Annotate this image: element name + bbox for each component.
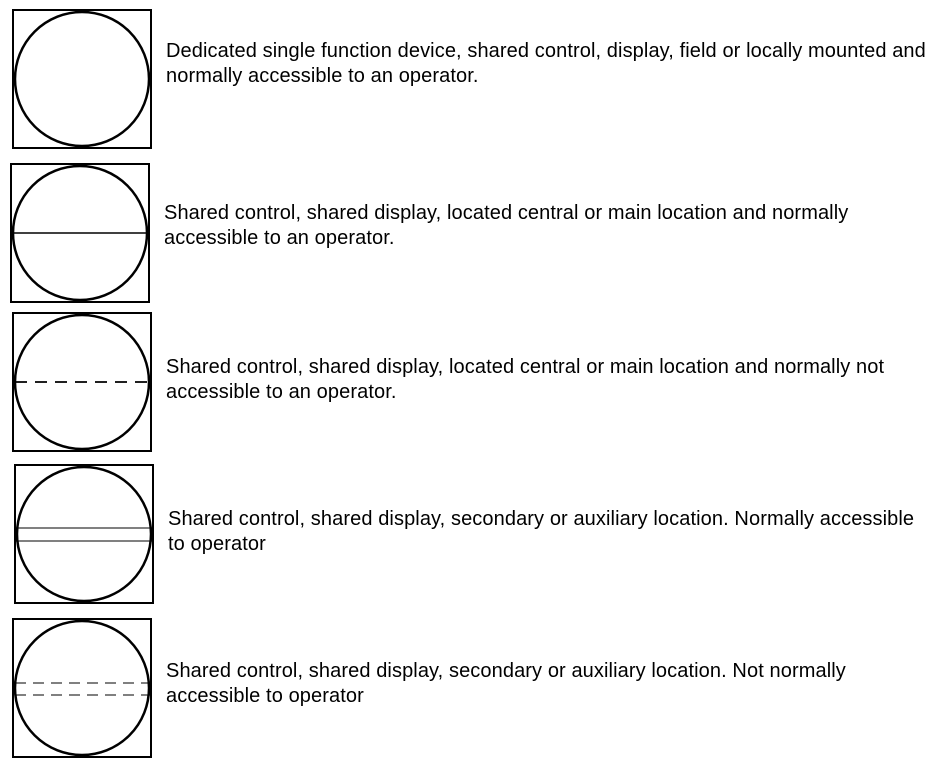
- legend-description: Shared control, shared display, secondar…: [166, 660, 846, 707]
- legend-description: Shared control, shared display, located …: [166, 356, 885, 403]
- square-circle-double-line-icon: [14, 464, 154, 604]
- legend-row-central-not-accessible: Shared control, shared display, located …: [0, 305, 940, 455]
- legend-row-auxiliary-not-accessible: Shared control, shared display, secondar…: [0, 610, 940, 760]
- shared-auxiliary-not-accessible-symbol: [12, 618, 152, 758]
- shared-central-not-accessible-symbol: [12, 312, 152, 452]
- square-circle-dashed-line-icon: [12, 312, 152, 452]
- shared-central-accessible-symbol: [10, 163, 150, 303]
- legend-description: Shared control, shared display, located …: [164, 202, 849, 249]
- legend-description: Shared control, shared display, secondar…: [168, 508, 915, 555]
- shared-auxiliary-accessible-symbol: [14, 464, 154, 604]
- dedicated-single-function-device-symbol: [12, 9, 152, 149]
- square-circle-solid-line-icon: [10, 163, 150, 303]
- legend-description: Dedicated single function device, shared…: [166, 40, 926, 87]
- square-circle-double-dashed-line-icon: [12, 618, 152, 758]
- legend-row-auxiliary-accessible: Shared control, shared display, secondar…: [0, 455, 940, 605]
- legend-row-dedicated-device: Dedicated single function device, shared…: [0, 0, 940, 150]
- square-circle-icon: [12, 9, 152, 149]
- legend-row-central-accessible: Shared control, shared display, located …: [0, 154, 940, 304]
